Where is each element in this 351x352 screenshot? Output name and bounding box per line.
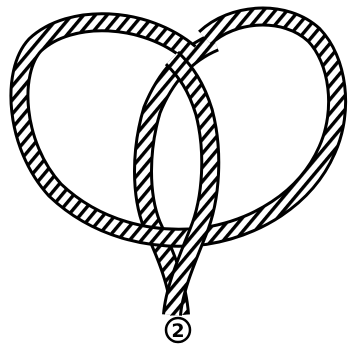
step-marker: 2 — [166, 318, 190, 342]
rope-heart-loop — [19, 17, 337, 238]
step-number: 2 — [171, 320, 184, 342]
rope-right-strand — [172, 58, 210, 315]
